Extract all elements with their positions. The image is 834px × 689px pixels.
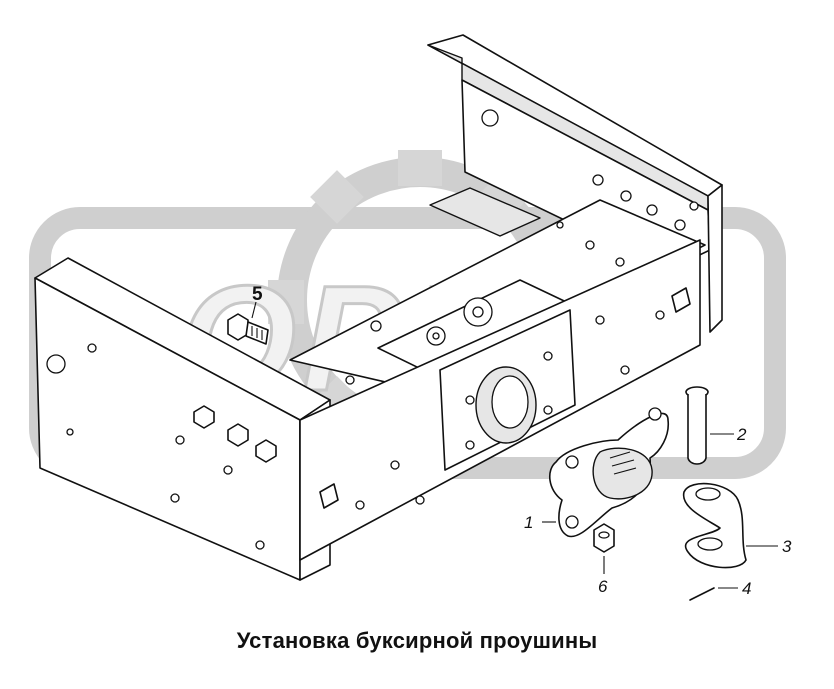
callout-3: 3 <box>782 537 792 556</box>
callout-1: 1 <box>524 513 533 532</box>
towing-plate-part-1 <box>549 407 670 538</box>
callout-2: 2 <box>736 425 747 444</box>
fastener-nuts <box>193 405 277 463</box>
cotter-pin-part-4 <box>689 587 715 601</box>
nut-part-6 <box>593 523 615 553</box>
figure-caption: Установка буксирной проушины <box>236 628 598 653</box>
callout-4: 4 <box>742 579 751 598</box>
towing-eye-part-3 <box>683 482 747 569</box>
callout-6: 6 <box>598 577 608 596</box>
callout-5: 5 <box>252 284 263 305</box>
front-face <box>299 239 701 561</box>
pin-part-2 <box>685 386 709 465</box>
leader-lines <box>251 301 778 589</box>
bolt-part-5 <box>227 313 269 345</box>
